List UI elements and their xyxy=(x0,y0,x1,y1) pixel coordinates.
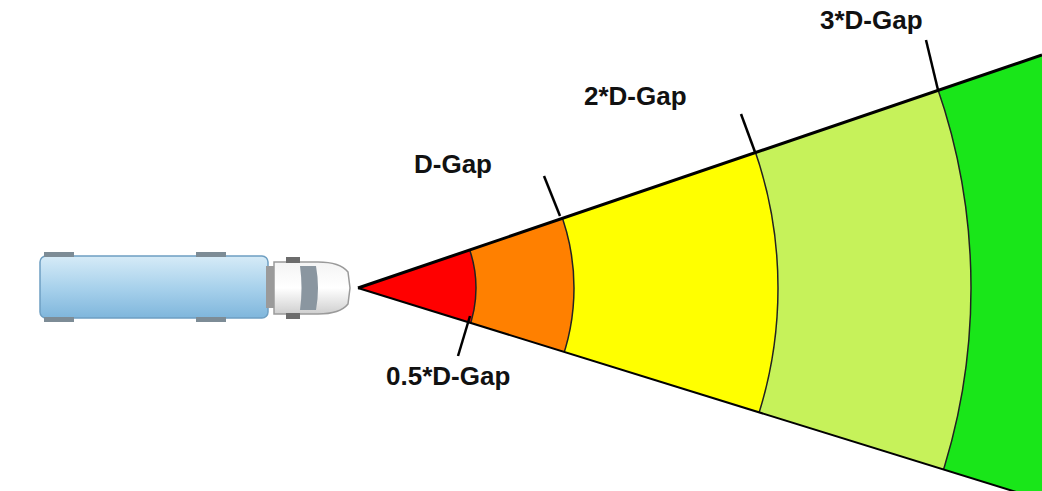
zone-edge xyxy=(358,288,1042,491)
zone-edge xyxy=(358,55,1042,288)
tanker-truck xyxy=(40,252,350,322)
gap-label: 2*D-Gap xyxy=(584,82,687,112)
gap-label: 0.5*D-Gap xyxy=(386,362,510,392)
leader-lines xyxy=(458,40,938,356)
gap-label: D-Gap xyxy=(414,150,492,180)
gap-label: 3*D-Gap xyxy=(820,6,923,36)
